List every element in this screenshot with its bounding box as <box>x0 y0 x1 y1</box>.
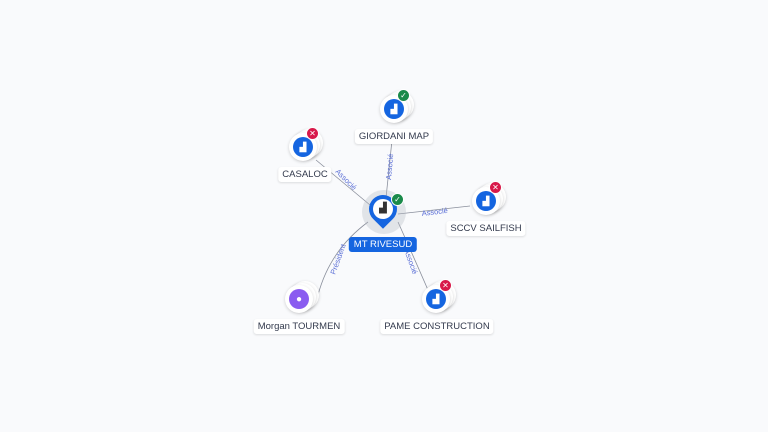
edge-label-giordani: Associé <box>384 153 395 180</box>
node-casaloc[interactable]: ▟ ✕ <box>289 127 323 165</box>
node-morgan-tourmen[interactable]: ● <box>285 281 319 317</box>
edge-label-morgan: Président <box>328 242 348 276</box>
node-label[interactable]: PAME CONSTRUCTION <box>380 319 494 334</box>
node-pame-construction[interactable]: ▟ ✕ <box>422 279 456 317</box>
node-label[interactable]: GIORDANI MAP <box>354 129 434 144</box>
status-closed-icon: ✕ <box>439 279 452 292</box>
status-closed-icon: ✕ <box>306 127 319 140</box>
status-active-icon: ✓ <box>391 193 404 206</box>
status-closed-icon: ✕ <box>489 181 502 194</box>
edge-sccv <box>397 205 471 215</box>
edge-morgan <box>317 221 369 296</box>
building-icon: ▟ <box>384 99 404 119</box>
node-label[interactable]: Morgan TOURMEN <box>253 319 345 334</box>
building-icon: ▟ <box>373 199 393 219</box>
edge-giordani <box>385 139 393 199</box>
person-icon: ● <box>289 289 309 309</box>
edge-label-sccv: Associé <box>421 206 448 218</box>
center-node[interactable]: ▟ ✓ <box>362 189 406 234</box>
status-active-icon: ✓ <box>397 89 410 102</box>
node-sccv-sailfish[interactable]: ▟ ✕ <box>472 181 506 219</box>
edge-label-casaloc: Associé <box>334 167 359 192</box>
edge-pame <box>397 221 429 291</box>
node-label[interactable]: CASALOC <box>278 167 332 182</box>
node-giordani-map[interactable]: ▟ ✓ <box>380 89 414 127</box>
building-icon: ▟ <box>476 191 496 211</box>
center-label[interactable]: MT RIVESUD <box>348 237 418 252</box>
building-icon: ▟ <box>426 289 446 309</box>
node-label[interactable]: SCCV SAILFISH <box>446 221 526 236</box>
building-icon: ▟ <box>293 137 313 157</box>
